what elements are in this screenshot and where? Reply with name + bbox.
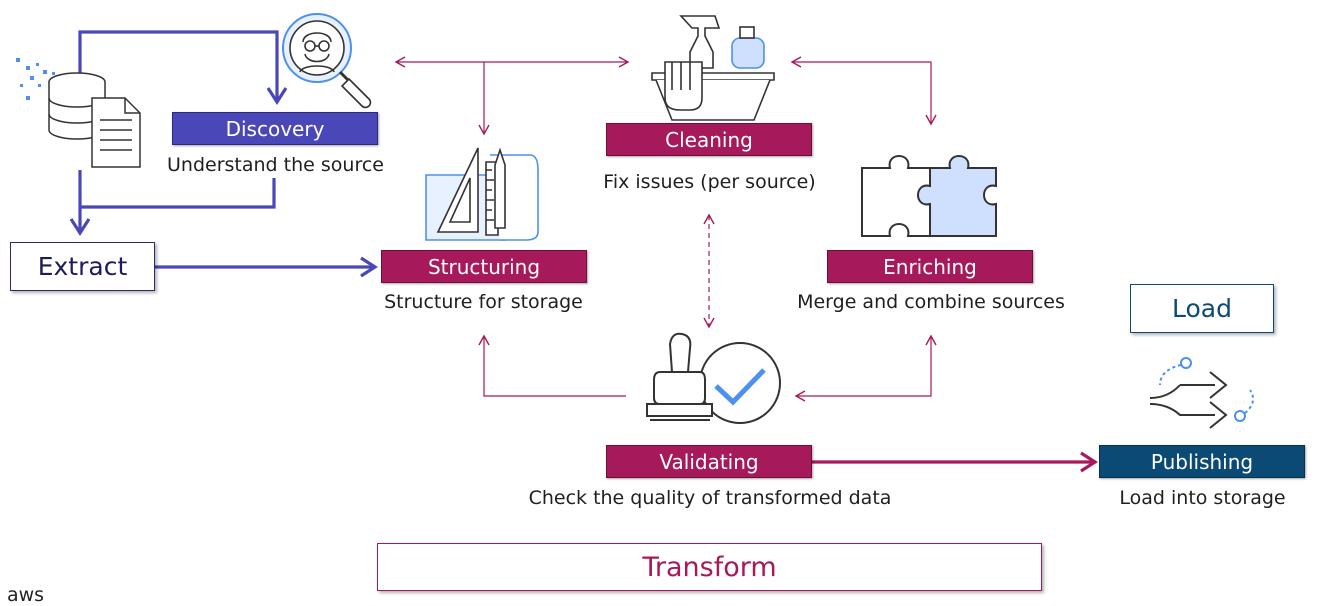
drafting-tools-icon (425, 147, 539, 241)
stage-structuring: Structuring (381, 250, 587, 283)
stage-enriching: Enriching (827, 250, 1033, 283)
caption-cleaning: Fix issues (per source) (603, 171, 816, 193)
stage-cleaning: Cleaning (606, 123, 812, 156)
stamp-check-icon (646, 332, 781, 424)
caption-validating: Check the quality of transformed data (528, 487, 892, 509)
caption-enriching: Merge and combine sources (797, 291, 1065, 313)
phase-load: Load (1130, 284, 1274, 333)
cleaning-supplies-icon (651, 15, 775, 121)
stage-publishing: Publishing (1099, 445, 1305, 478)
database-documents-icon (16, 58, 141, 168)
split-arrows-icon (1149, 357, 1255, 429)
caption-structuring: Structure for storage (384, 291, 583, 313)
caption-discovery: Understand the source (167, 154, 384, 176)
stage-discovery: Discovery (172, 112, 378, 145)
aws-logo-text: aws (7, 584, 45, 606)
stage-validating: Validating (606, 445, 812, 478)
puzzle-icon (861, 155, 997, 237)
caption-publishing: Load into storage (1119, 487, 1286, 509)
phase-transform: Transform (377, 543, 1042, 591)
extract-connectors (69, 30, 378, 278)
magnifier-person-icon (282, 13, 372, 109)
transform-connectors (394, 56, 937, 402)
phase-extract: Extract (10, 242, 155, 291)
